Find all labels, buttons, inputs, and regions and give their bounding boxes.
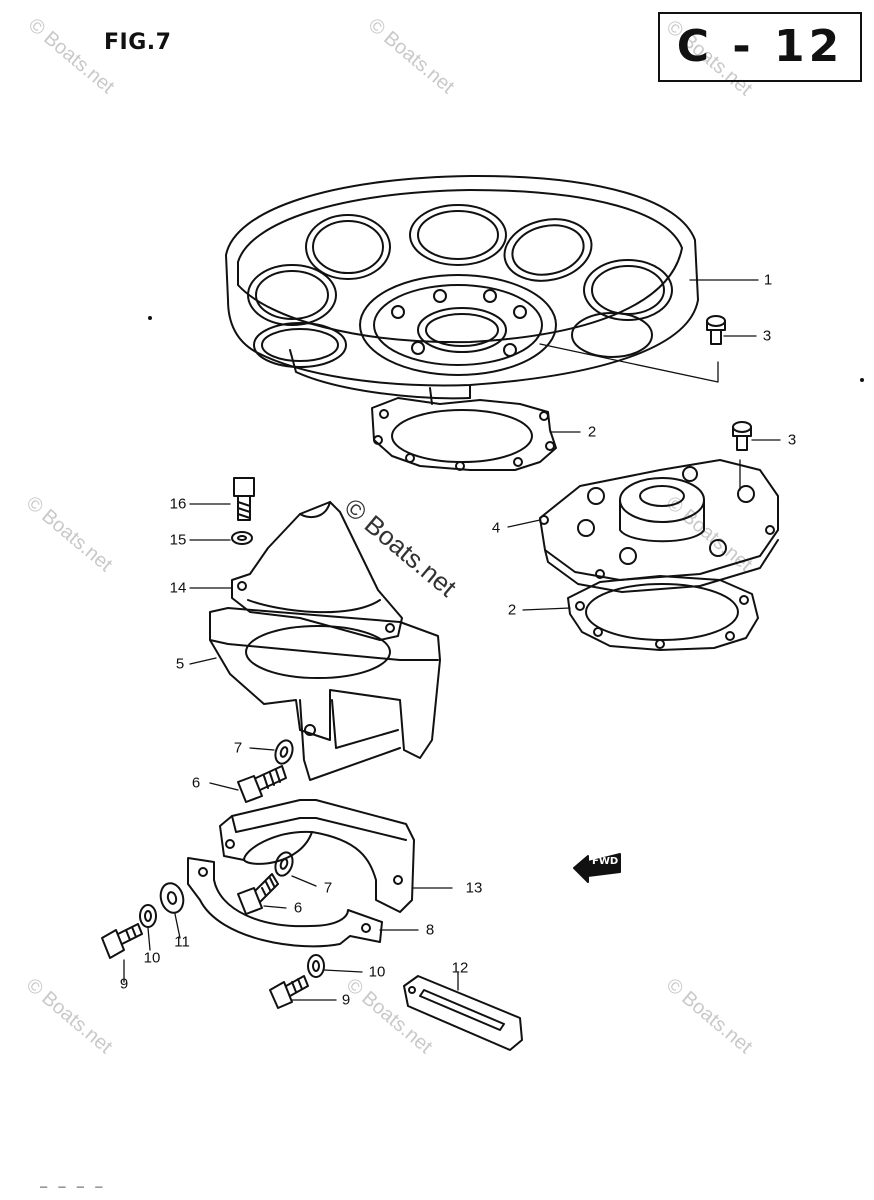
part-2-gasket-lower	[567, 575, 759, 651]
callout-7: 7	[233, 739, 243, 757]
callout-6: 6	[293, 899, 303, 917]
callout-11: 11	[174, 933, 190, 951]
part-1-tray	[225, 174, 699, 405]
fwd-label: FWD	[592, 856, 619, 867]
part-3-screw-upper	[706, 315, 726, 345]
part-14-cone-boot	[231, 501, 403, 641]
part-10-washer-lower	[307, 954, 325, 978]
callout-15: 15	[169, 531, 187, 549]
callout-13: 13	[465, 879, 483, 897]
part-9-bolt-lower	[269, 975, 309, 1009]
part-3-screw-lower	[732, 421, 752, 451]
callout-12: 12	[451, 959, 469, 977]
callout-9: 9	[119, 975, 129, 993]
part-16-bolt	[233, 477, 255, 521]
callout-3: 3	[787, 431, 797, 449]
callout-2: 2	[507, 601, 517, 619]
fwd-arrow-icon	[573, 853, 621, 883]
callout-9: 9	[341, 991, 351, 1009]
footer-text: — — — —	[40, 1180, 105, 1194]
part-4-flange	[539, 459, 779, 593]
callout-3: 3	[762, 327, 772, 345]
part-7-washer-lower	[274, 851, 294, 877]
callout-5: 5	[175, 655, 185, 673]
callout-7: 7	[323, 879, 333, 897]
part-9-bolt-left	[101, 923, 143, 959]
callout-2: 2	[587, 423, 597, 441]
callout-10: 10	[143, 949, 161, 967]
part-13-clamp	[219, 799, 415, 913]
callout-4: 4	[491, 519, 501, 537]
part-8-strap	[187, 857, 383, 948]
callout-16: 16	[169, 495, 187, 513]
callout-1: 1	[763, 271, 773, 289]
part-2-gasket-upper	[371, 397, 557, 471]
part-7-washer-upper	[274, 739, 294, 765]
part-12-slotted-plate	[403, 975, 523, 1051]
figure-label: FIG.7	[104, 30, 172, 55]
page-code-box: C - 12	[658, 12, 862, 82]
part-15-washer	[231, 531, 253, 545]
part-6-bolt-upper	[237, 765, 287, 803]
part-5-bracket	[209, 607, 441, 781]
leader-lines	[123, 279, 781, 1001]
part-6-bolt-lower	[237, 873, 279, 915]
part-10-washer-left	[139, 904, 157, 928]
callout-6: 6	[191, 774, 201, 792]
part-11-washer	[159, 882, 185, 914]
callout-10: 10	[368, 963, 386, 981]
callout-14: 14	[169, 579, 187, 597]
callout-8: 8	[425, 921, 435, 939]
